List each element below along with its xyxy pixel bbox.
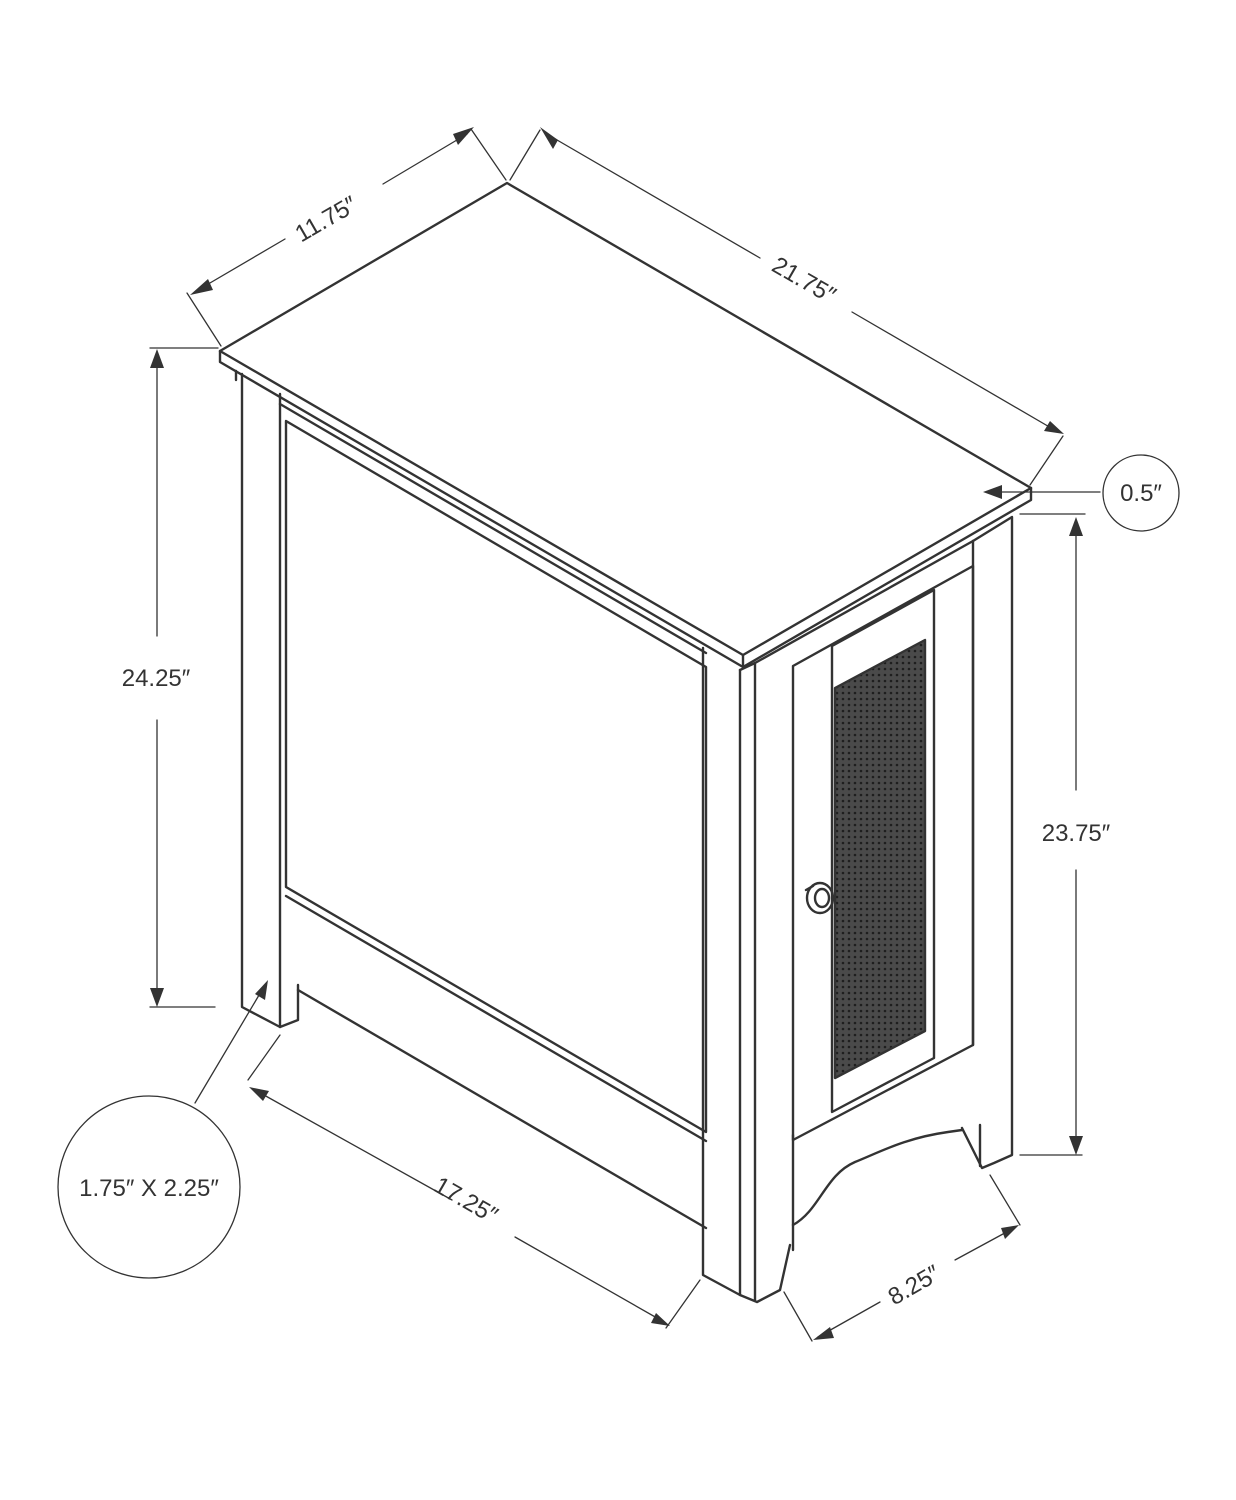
label-overall-height: 24.25″ bbox=[122, 665, 191, 692]
arrowheads bbox=[150, 127, 1083, 1340]
label-leg-size: 1.75″ X 2.25″ bbox=[79, 1175, 219, 1202]
dimension-lines bbox=[149, 128, 1101, 1342]
thickness-callout-circle bbox=[1102, 454, 1180, 532]
corner-leg bbox=[701, 646, 792, 1304]
dim-top-depth bbox=[186, 128, 507, 347]
dim-leg-height bbox=[1019, 521, 1083, 1156]
door-knob bbox=[804, 881, 835, 915]
label-thickness: 0.5″ bbox=[1120, 480, 1162, 507]
dim-leg-callout bbox=[194, 984, 266, 1104]
cabinet-body bbox=[218, 181, 1033, 1304]
label-top-width: 21.75″ bbox=[767, 252, 840, 310]
leg-callout-circle bbox=[57, 1095, 241, 1279]
label-base-depth: 8.25″ bbox=[884, 1260, 946, 1311]
front-panel bbox=[278, 402, 708, 1230]
door bbox=[791, 564, 975, 1142]
label-leg-height: 23.75″ bbox=[1042, 820, 1111, 847]
dim-top-width bbox=[509, 129, 1064, 486]
dim-base-width bbox=[247, 1034, 701, 1329]
dim-overall-height bbox=[149, 347, 219, 1008]
dim-thickness bbox=[995, 491, 1101, 515]
label-top-depth: 11.75″ bbox=[291, 191, 363, 248]
left-front-leg bbox=[240, 372, 300, 1029]
tabletop bbox=[218, 181, 1033, 669]
mesh-panel bbox=[833, 638, 927, 1080]
label-base-width: 17.25″ bbox=[429, 1172, 502, 1230]
